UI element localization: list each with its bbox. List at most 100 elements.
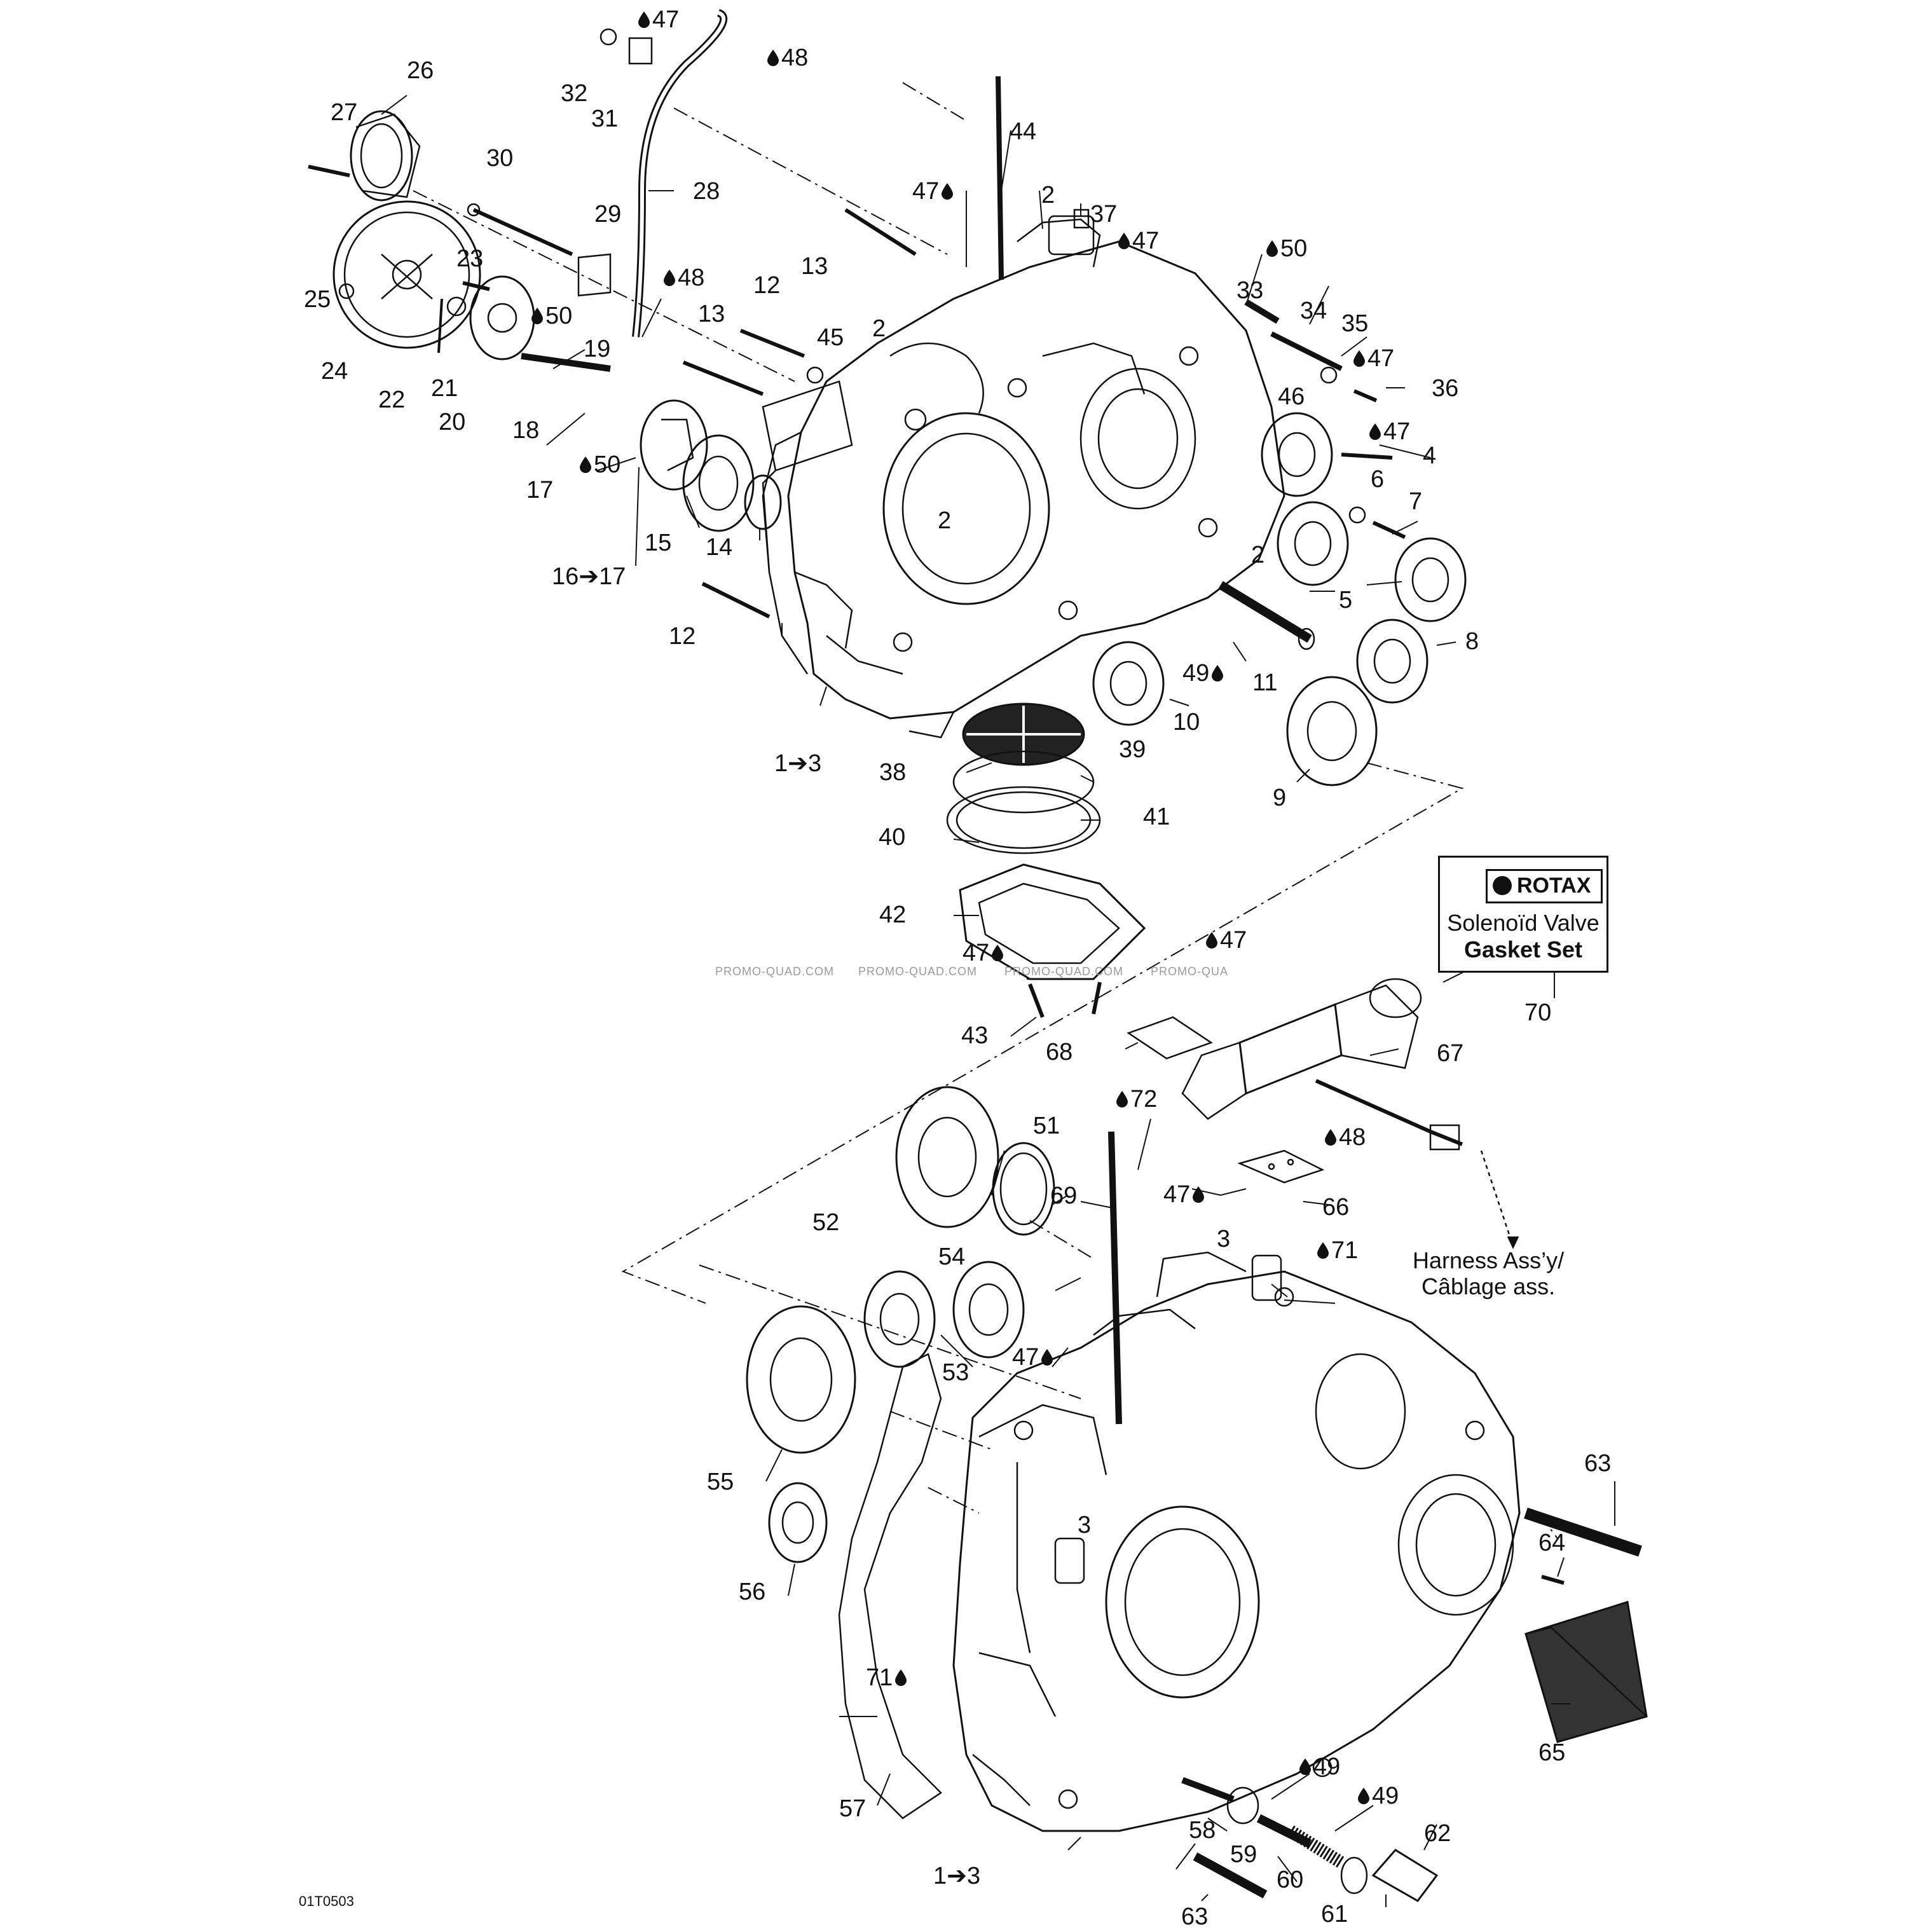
part-callout-71: 71 — [1315, 1238, 1358, 1263]
part-callout-53: 53 — [942, 1360, 969, 1385]
callout-number: 33 — [1237, 277, 1264, 304]
part-callout-54: 54 — [938, 1245, 965, 1269]
gasket-set-reference-box: ROTAX Solenoïd Valve Gasket Set — [1438, 856, 1608, 973]
callout-number: 46 — [1278, 383, 1305, 410]
callout-number: 14 — [706, 534, 733, 561]
part-callout-40: 40 — [879, 825, 905, 849]
part-callout-47: 47 — [1367, 420, 1410, 444]
part-callout-47: 47 — [1012, 1345, 1055, 1369]
part-callout-47: 47 — [912, 179, 956, 203]
callout-number: 23 — [456, 245, 484, 272]
leader-lines — [381, 95, 1615, 1907]
part-callout-22: 22 — [378, 388, 405, 412]
callout-number: 1➔3 — [774, 750, 822, 777]
part-callout-66: 66 — [1322, 1195, 1349, 1219]
part-callout-48: 48 — [661, 266, 704, 290]
part-callout-51: 51 — [1033, 1114, 1060, 1138]
callout-number: 1➔3 — [933, 1863, 981, 1889]
rotax-brand-text: ROTAX — [1517, 874, 1591, 898]
part-callout-2: 2 — [938, 509, 951, 533]
part-callout-34: 34 — [1300, 299, 1327, 323]
oil-drop-icon — [1317, 1242, 1329, 1259]
oil-drop-icon — [1299, 1758, 1311, 1775]
watermark: PROMO-QUAD.COM — [1004, 965, 1123, 978]
callout-number: 26 — [407, 57, 434, 84]
part-callout-30: 30 — [486, 146, 513, 170]
callout-number: 71 — [1331, 1237, 1359, 1264]
reference-box-line1: Solenoïd Valve — [1447, 910, 1600, 936]
part-callout-13: 13 — [698, 302, 725, 326]
part-callout-24: 24 — [321, 359, 348, 383]
callout-number: 40 — [879, 824, 906, 851]
callout-number: 47 — [652, 6, 680, 33]
callout-number: 6 — [1371, 466, 1385, 493]
part-callout-26: 26 — [407, 58, 434, 83]
oil-drop-icon — [580, 456, 591, 473]
part-callout-32: 32 — [561, 81, 587, 106]
oil-drop-icon — [1369, 423, 1381, 440]
part-callout-3: 3 — [1217, 1227, 1230, 1251]
callout-number: 8 — [1465, 628, 1479, 655]
callout-number: 18 — [512, 417, 540, 444]
part-callout-68: 68 — [1046, 1040, 1072, 1064]
callout-number: 5 — [1339, 587, 1353, 613]
oil-drop-icon — [1212, 665, 1224, 682]
callout-number: 64 — [1538, 1530, 1566, 1556]
part-callout-47: 47 — [1203, 928, 1247, 952]
part-callout-57: 57 — [839, 1797, 866, 1821]
callout-number: 50 — [1280, 235, 1308, 262]
oil-drop-icon — [531, 308, 543, 324]
callout-number: 72 — [1130, 1086, 1158, 1113]
callout-number: 62 — [1424, 1820, 1451, 1847]
callout-number: 7 — [1409, 488, 1423, 515]
part-callout-21: 21 — [431, 376, 458, 401]
callout-number: 35 — [1341, 310, 1369, 337]
callout-number: 4 — [1423, 442, 1437, 469]
callout-number: 53 — [942, 1359, 969, 1386]
part-callout-41: 41 — [1143, 805, 1170, 829]
callout-number: 48 — [781, 45, 809, 71]
reference-box-line2: Gasket Set — [1463, 936, 1583, 963]
callout-number: 47 — [1132, 228, 1160, 254]
oil-drop-icon — [895, 1669, 907, 1686]
watermark: PROMO-QUAD.COM — [715, 965, 834, 978]
bearings-upper — [1093, 302, 1465, 785]
oil-drop-icon — [1358, 1788, 1369, 1804]
callout-number: 3 — [1078, 1512, 1092, 1538]
callout-number: 39 — [1119, 736, 1146, 763]
callout-number: 38 — [879, 759, 907, 786]
part-callout-23: 23 — [456, 247, 483, 271]
part-callout-12: 12 — [753, 273, 780, 298]
oil-drop-icon — [664, 270, 675, 286]
oil-drop-icon — [1206, 932, 1217, 949]
part-callout-18: 18 — [512, 418, 539, 442]
callout-number: 49 — [1372, 1783, 1399, 1809]
callout-number: 9 — [1273, 784, 1287, 811]
callout-number: 48 — [1339, 1124, 1366, 1151]
part-callout-47: 47 — [963, 941, 1006, 965]
part-callout-27: 27 — [331, 100, 357, 125]
callout-number: 15 — [645, 530, 672, 556]
callout-number: 68 — [1046, 1039, 1073, 1065]
callout-number: 29 — [594, 201, 622, 228]
part-callout-48: 48 — [1322, 1125, 1366, 1149]
callout-number: 67 — [1437, 1040, 1464, 1067]
callout-number: 17 — [526, 477, 554, 504]
part-callout-11: 11 — [1252, 671, 1277, 695]
part-callout-10: 10 — [1173, 710, 1200, 734]
part-callout-15: 15 — [645, 531, 671, 555]
callout-number: 41 — [1143, 804, 1170, 830]
callout-number: 47 — [1220, 927, 1247, 954]
callout-number: 47 — [1383, 418, 1411, 445]
alignment-lines — [413, 83, 1558, 1538]
part-callout-38: 38 — [879, 760, 906, 784]
part-callout-29: 29 — [594, 202, 621, 226]
callout-number: 47 — [1012, 1344, 1039, 1371]
callout-number: 47 — [1367, 345, 1395, 372]
callout-number: 45 — [817, 324, 844, 351]
callout-number: 50 — [545, 303, 573, 329]
oil-pump-assembly — [308, 13, 1088, 617]
callout-number: 2 — [938, 507, 952, 534]
callout-number: 49 — [1182, 660, 1210, 687]
